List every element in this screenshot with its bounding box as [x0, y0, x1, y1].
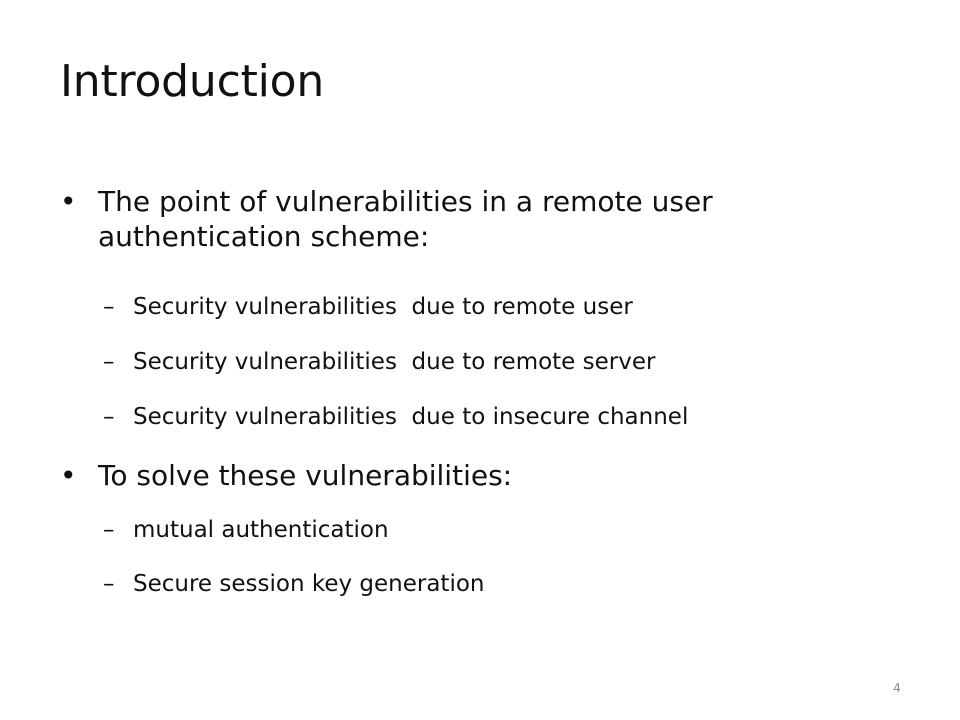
- dash-icon: –: [103, 294, 115, 320]
- bullet-item-vulnerability-point: • The point of vulnerabilities in a remo…: [60, 184, 880, 254]
- sub-bullet-text: Security vulnerabilities due to insecure…: [133, 404, 689, 430]
- bullet-text: To solve these vulnerabilities:: [98, 459, 513, 492]
- sub-bullet-text: Secure session key generation: [133, 571, 485, 597]
- bullet-dot-icon: •: [60, 185, 77, 218]
- sub-bullet-text: Security vulnerabilities due to remote u…: [133, 294, 633, 320]
- bullet-dot-icon: •: [60, 459, 77, 492]
- bullet-item-solution: • To solve these vulnerabilities:: [60, 458, 880, 493]
- dash-icon: –: [103, 517, 115, 543]
- sub-bullet-item: –Secure session key generation: [103, 571, 863, 599]
- dash-icon: –: [103, 404, 115, 430]
- page-number: 4: [893, 681, 901, 695]
- slide-title: Introduction: [60, 56, 325, 107]
- sub-bullet-item: –Security vulnerabilities due to insecur…: [103, 404, 863, 432]
- bullet-text: The point of vulnerabilities in a remote…: [98, 185, 713, 253]
- sub-bullet-item: –Security vulnerabilities due to remote …: [103, 349, 863, 377]
- sub-bullet-text: Security vulnerabilities due to remote s…: [133, 349, 656, 375]
- sub-bullet-item: –Security vulnerabilities due to remote …: [103, 294, 863, 322]
- sub-bullet-text: mutual authentication: [133, 517, 389, 543]
- dash-icon: –: [103, 349, 115, 375]
- sub-bullet-item: –mutual authentication: [103, 517, 863, 545]
- dash-icon: –: [103, 571, 115, 597]
